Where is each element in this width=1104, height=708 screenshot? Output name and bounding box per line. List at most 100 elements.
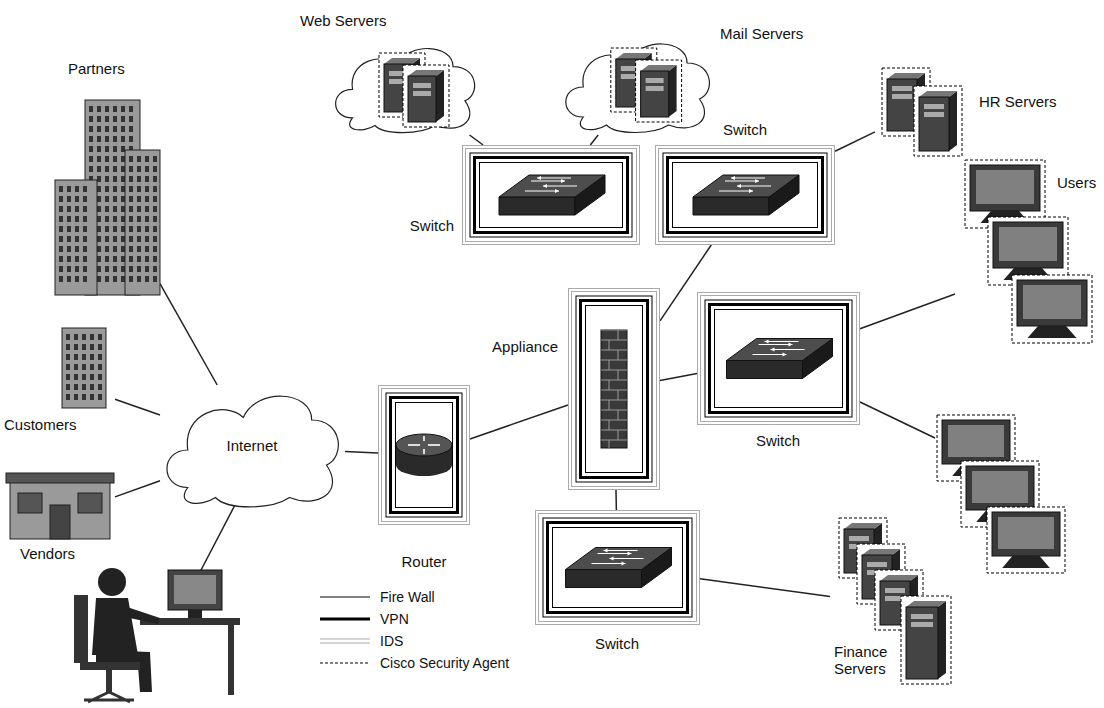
vpn-frame [581, 301, 648, 478]
switch-box-icon [656, 146, 835, 245]
building-window [129, 196, 133, 202]
building-window [105, 166, 109, 172]
switch-box: Switch [535, 510, 700, 625]
ids-frame [701, 296, 857, 422]
building-window [137, 166, 141, 172]
monitor-screen [1023, 285, 1081, 319]
building-window [137, 196, 141, 202]
building-window [153, 206, 157, 212]
switch-arrow [543, 185, 577, 186]
building-window [121, 186, 125, 192]
user-group: Users [955, 150, 1100, 385]
building-window [66, 344, 70, 350]
node-label: Partners [68, 60, 125, 77]
building-window [82, 354, 86, 360]
building-window [59, 236, 63, 242]
tower-front [408, 76, 436, 122]
building-window [97, 186, 101, 192]
building-window [129, 256, 133, 262]
switch-arrow-head [555, 189, 559, 193]
tower-top [616, 53, 652, 59]
building-window [121, 156, 125, 162]
building-window [137, 216, 141, 222]
ids-frame [466, 149, 637, 242]
building-window [74, 364, 78, 370]
building-window [83, 246, 87, 252]
building-window [90, 334, 94, 340]
building-window [67, 276, 71, 282]
node-label: Vendors [20, 545, 75, 562]
legend-text: IDS [380, 633, 403, 649]
legend-row: VPN [320, 608, 509, 630]
building-window [89, 156, 93, 162]
network-link [590, 135, 598, 145]
building-window [145, 176, 149, 182]
switch-arrow [719, 190, 753, 191]
switch-arrow-head [737, 184, 741, 188]
brick-line [601, 390, 627, 391]
brick-line [601, 380, 627, 381]
tower-slot [892, 94, 912, 99]
monitor-screen [999, 227, 1057, 261]
building-window [129, 176, 133, 182]
building-window [105, 266, 109, 272]
building-window [97, 266, 101, 272]
switch-arrow-head [765, 340, 769, 344]
switch-box-icon [463, 146, 640, 245]
node-label: Users [1057, 174, 1096, 191]
switch-front [499, 197, 575, 215]
customer-building: Customers [0, 320, 115, 438]
firewall-frame [386, 393, 462, 517]
building-window [105, 276, 109, 282]
legend-sample [320, 614, 370, 624]
firewall-column [601, 330, 627, 448]
tower-slot [911, 622, 933, 627]
switch-arrow [531, 180, 565, 181]
building-window [98, 394, 102, 400]
building-window [129, 166, 133, 172]
security-agent-outline [901, 596, 951, 684]
ids-frame [463, 146, 640, 245]
switch-arrow-head [537, 176, 541, 180]
node-label: Web Servers [300, 12, 386, 29]
node-label: Mail Servers [720, 25, 803, 42]
building-window [129, 266, 133, 272]
network-link [160, 284, 217, 385]
brick-line [618, 330, 619, 340]
brick-line [609, 360, 610, 370]
building-window [74, 384, 78, 390]
building-window [129, 216, 133, 222]
switch-box-drawing [535, 510, 700, 625]
vpn-frame [391, 398, 458, 513]
building-window [129, 246, 133, 252]
network-link [115, 481, 160, 497]
firewall-frame [470, 153, 632, 237]
switch-arrow [765, 341, 799, 342]
brick-line [609, 420, 610, 430]
server-cloud-icon [566, 44, 710, 133]
building-window [137, 176, 141, 182]
building-window [105, 116, 109, 122]
switch-arrow [604, 550, 638, 551]
building-window [90, 384, 94, 390]
legend-sample [320, 592, 370, 602]
tower-slot [867, 562, 887, 567]
legend-line [320, 597, 370, 598]
tower-side [949, 91, 957, 151]
brick-line [601, 400, 627, 401]
switch-arrow-head [628, 552, 632, 556]
building-window [89, 106, 93, 112]
building-window [66, 354, 70, 360]
building-window [97, 126, 101, 132]
firewall-frame [480, 163, 623, 228]
building-window [67, 236, 71, 242]
building-window [83, 216, 87, 222]
monitor [168, 570, 222, 610]
building-window [145, 246, 149, 252]
internet-cloud: Internet [160, 385, 345, 510]
building-window [137, 246, 141, 252]
building-window [121, 246, 125, 252]
security-agent-outline [987, 507, 1065, 573]
building-window [90, 374, 94, 380]
tower-slot [646, 86, 664, 91]
